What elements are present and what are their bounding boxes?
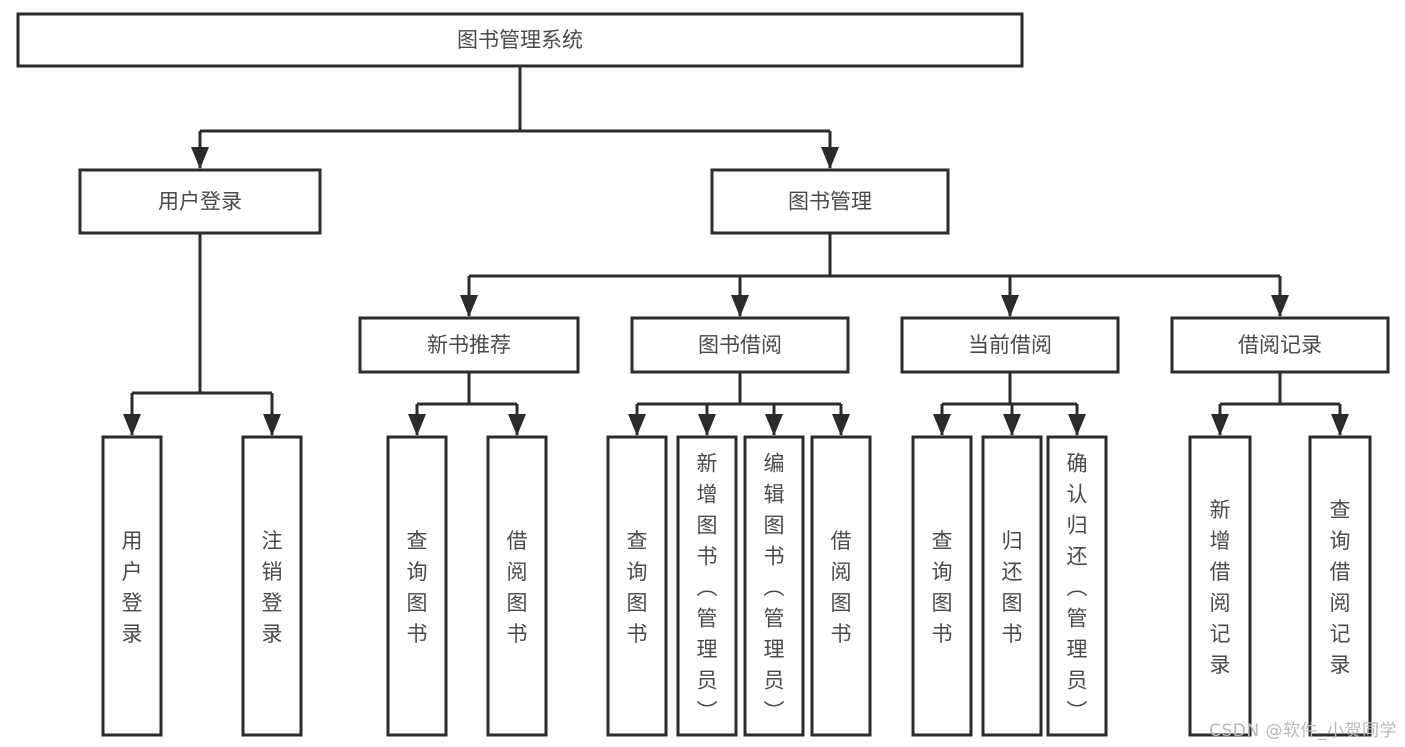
node-label: 当前借阅: [968, 333, 1052, 357]
node-rect[interactable]: [101, 435, 163, 737]
node-rect[interactable]: [810, 435, 872, 737]
node-leaf-leaf-return-book[interactable]: 归还图书: [981, 435, 1043, 737]
arrow-head-icon: [1003, 414, 1021, 436]
arrow-head-icon: [698, 414, 716, 436]
arrow-head-icon: [1001, 295, 1019, 317]
node-label: 用户登录: [122, 529, 143, 646]
node-leaf-leaf-confirm-return[interactable]: 确认归还︵管理员︶: [1046, 435, 1108, 737]
node-leaf-leaf-query-book-3[interactable]: 查询图书: [911, 435, 973, 737]
node-leaf-leaf-edit-book[interactable]: 编辑图书︵管理员︶: [743, 435, 805, 737]
node-leaf-leaf-query-book-2[interactable]: 查询图书: [606, 435, 668, 737]
arrow-head-icon: [508, 414, 526, 436]
node-label: 编辑图书︵管理员︶: [764, 452, 785, 724]
node-leaf-leaf-add-borrow-record[interactable]: 新增借阅记录: [1188, 435, 1252, 737]
node-rect[interactable]: [900, 316, 1120, 374]
arrow-head-icon: [1331, 414, 1349, 436]
arrow-head-icon: [123, 414, 141, 436]
node-label: 图书管理: [788, 190, 872, 214]
arrow-head-icon: [933, 414, 951, 436]
node-leaf-leaf-add-book[interactable]: 新增图书︵管理员︶: [676, 435, 738, 737]
node-leaf-leaf-borrow-book-2[interactable]: 借阅图书: [810, 435, 872, 737]
node-label: 图书借阅: [698, 333, 782, 357]
node-label: 确认归还︵管理员︶: [1067, 452, 1088, 724]
node-rect[interactable]: [606, 435, 668, 737]
node-l3-book-borrow[interactable]: 图书借阅: [630, 316, 850, 374]
arrow-head-icon: [832, 414, 850, 436]
node-label: 注销登录: [262, 529, 283, 646]
arrow-head-icon: [408, 414, 426, 436]
node-leaf-leaf-logout-login[interactable]: 注销登录: [241, 435, 303, 737]
node-rect[interactable]: [911, 435, 973, 737]
arrow-head-icon: [821, 147, 839, 169]
arrow-head-icon: [263, 414, 281, 436]
node-label: 用户登录: [158, 190, 242, 214]
node-leaf-leaf-query-book-1[interactable]: 查询图书: [386, 435, 448, 737]
node-l2-user-login[interactable]: 用户登录: [78, 168, 322, 235]
node-rect[interactable]: [486, 435, 548, 737]
node-rect[interactable]: [743, 435, 805, 737]
node-rect[interactable]: [1308, 435, 1372, 737]
arrow-head-icon: [628, 414, 646, 436]
node-label: 借阅记录: [1238, 333, 1322, 357]
node-rect[interactable]: [16, 12, 1024, 68]
node-rect[interactable]: [1188, 435, 1252, 737]
node-rect[interactable]: [241, 435, 303, 737]
node-rect[interactable]: [676, 435, 738, 737]
arrow-head-icon: [1211, 414, 1229, 436]
node-label: 归还图书: [1002, 529, 1023, 646]
nodes-layer: 图书管理系统用户登录图书管理新书推荐图书借阅当前借阅借阅记录用户登录注销登录查询…: [16, 12, 1390, 737]
node-rect[interactable]: [358, 316, 580, 374]
node-rect[interactable]: [1170, 316, 1390, 374]
node-l2-book-manage[interactable]: 图书管理: [710, 168, 950, 235]
node-leaf-leaf-user-login[interactable]: 用户登录: [101, 435, 163, 737]
connectors-layer: [123, 66, 1349, 436]
arrow-head-icon: [460, 295, 478, 317]
node-leaf-leaf-borrow-book-1[interactable]: 借阅图书: [486, 435, 548, 737]
node-leaf-leaf-query-borrow-record[interactable]: 查询借阅记录: [1308, 435, 1372, 737]
arrow-head-icon: [765, 414, 783, 436]
node-l3-current-borrow[interactable]: 当前借阅: [900, 316, 1120, 374]
node-label: 借阅图书: [507, 529, 528, 646]
node-l3-new-book-recommend[interactable]: 新书推荐: [358, 316, 580, 374]
node-label: 新增图书︵管理员︶: [697, 452, 718, 724]
arrow-head-icon: [191, 147, 209, 169]
node-rect[interactable]: [710, 168, 950, 235]
node-label: 借阅图书: [831, 529, 852, 646]
node-label: 查询图书: [932, 529, 953, 646]
node-rect[interactable]: [386, 435, 448, 737]
node-rect[interactable]: [1046, 435, 1108, 737]
node-label: 图书管理系统: [457, 28, 583, 52]
node-label: 新增借阅记录: [1210, 498, 1231, 677]
node-rect[interactable]: [981, 435, 1043, 737]
arrow-head-icon: [731, 295, 749, 317]
arrow-head-icon: [1271, 295, 1289, 317]
node-label: 查询借阅记录: [1330, 498, 1351, 677]
node-rect[interactable]: [630, 316, 850, 374]
node-rect[interactable]: [78, 168, 322, 235]
node-label: 查询图书: [627, 529, 648, 646]
node-l3-borrow-record[interactable]: 借阅记录: [1170, 316, 1390, 374]
node-root-root[interactable]: 图书管理系统: [16, 12, 1024, 68]
node-label: 新书推荐: [427, 333, 511, 357]
arrow-head-icon: [1068, 414, 1086, 436]
node-label: 查询图书: [407, 529, 428, 646]
